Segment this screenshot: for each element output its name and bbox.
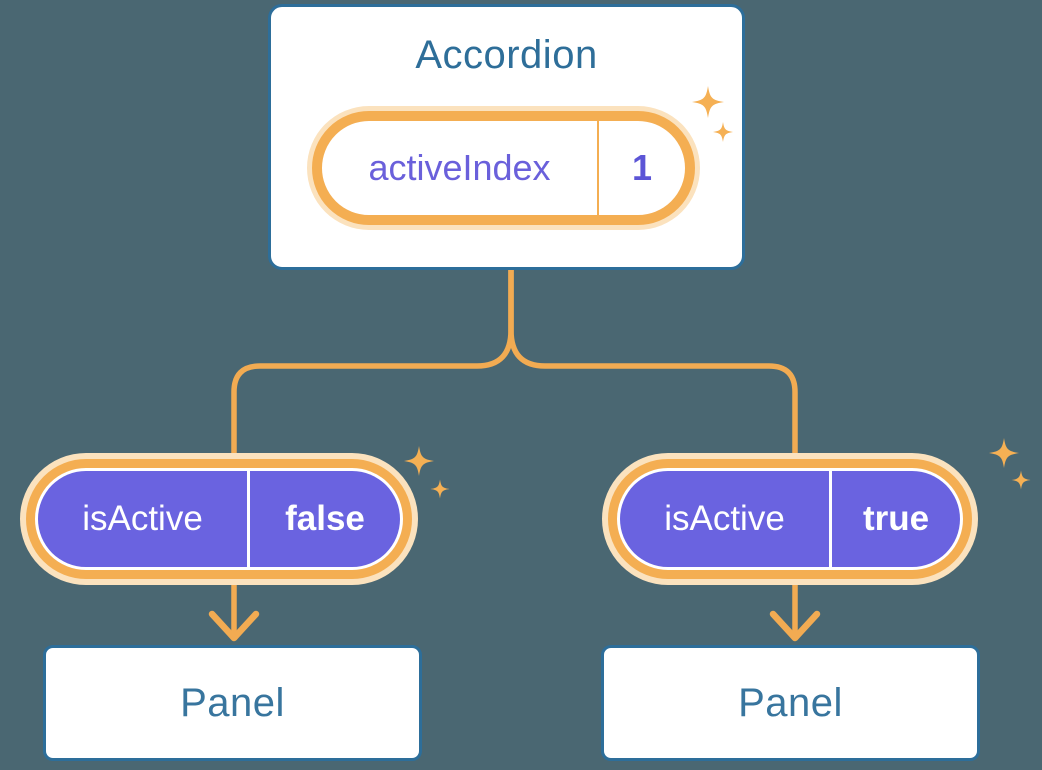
prop-pill-left-label: isActive	[82, 499, 203, 538]
panel-node-right: Panel	[601, 645, 980, 761]
state-pill-divider	[597, 121, 599, 215]
prop-pill-right-ring: isActive true	[608, 459, 972, 579]
prop-pill-right-body: isActive true	[620, 471, 960, 567]
prop-pill-left-value: false	[285, 499, 365, 538]
prop-pill-right-label: isActive	[664, 499, 785, 538]
panel-left-title: Panel	[180, 680, 285, 725]
state-pill: activeIndex 1	[307, 106, 700, 230]
state-pill-body: activeIndex 1	[312, 111, 695, 225]
sparkle-icon	[989, 438, 1019, 468]
prop-pill-left-ring: isActive false	[26, 459, 412, 579]
arrowhead-left-icon	[208, 610, 260, 642]
prop-pill-right: isActive true	[602, 453, 978, 585]
sparkle-icon	[404, 446, 434, 476]
prop-pill-right-value: true	[862, 499, 930, 538]
prop-pill-right-divider	[829, 471, 832, 567]
prop-pill-left: isActive false	[20, 453, 418, 585]
sparkle-icon	[1011, 470, 1031, 490]
state-pill-value: 1	[631, 147, 653, 188]
panel-node-left: Panel	[43, 645, 422, 761]
panel-right-title: Panel	[738, 680, 843, 725]
sparkle-icon	[430, 479, 450, 499]
state-pill-label: activeIndex	[368, 147, 551, 188]
arrowhead-right-icon	[769, 610, 821, 642]
prop-pill-left-body: isActive false	[38, 471, 400, 567]
accordion-title: Accordion	[415, 33, 598, 77]
